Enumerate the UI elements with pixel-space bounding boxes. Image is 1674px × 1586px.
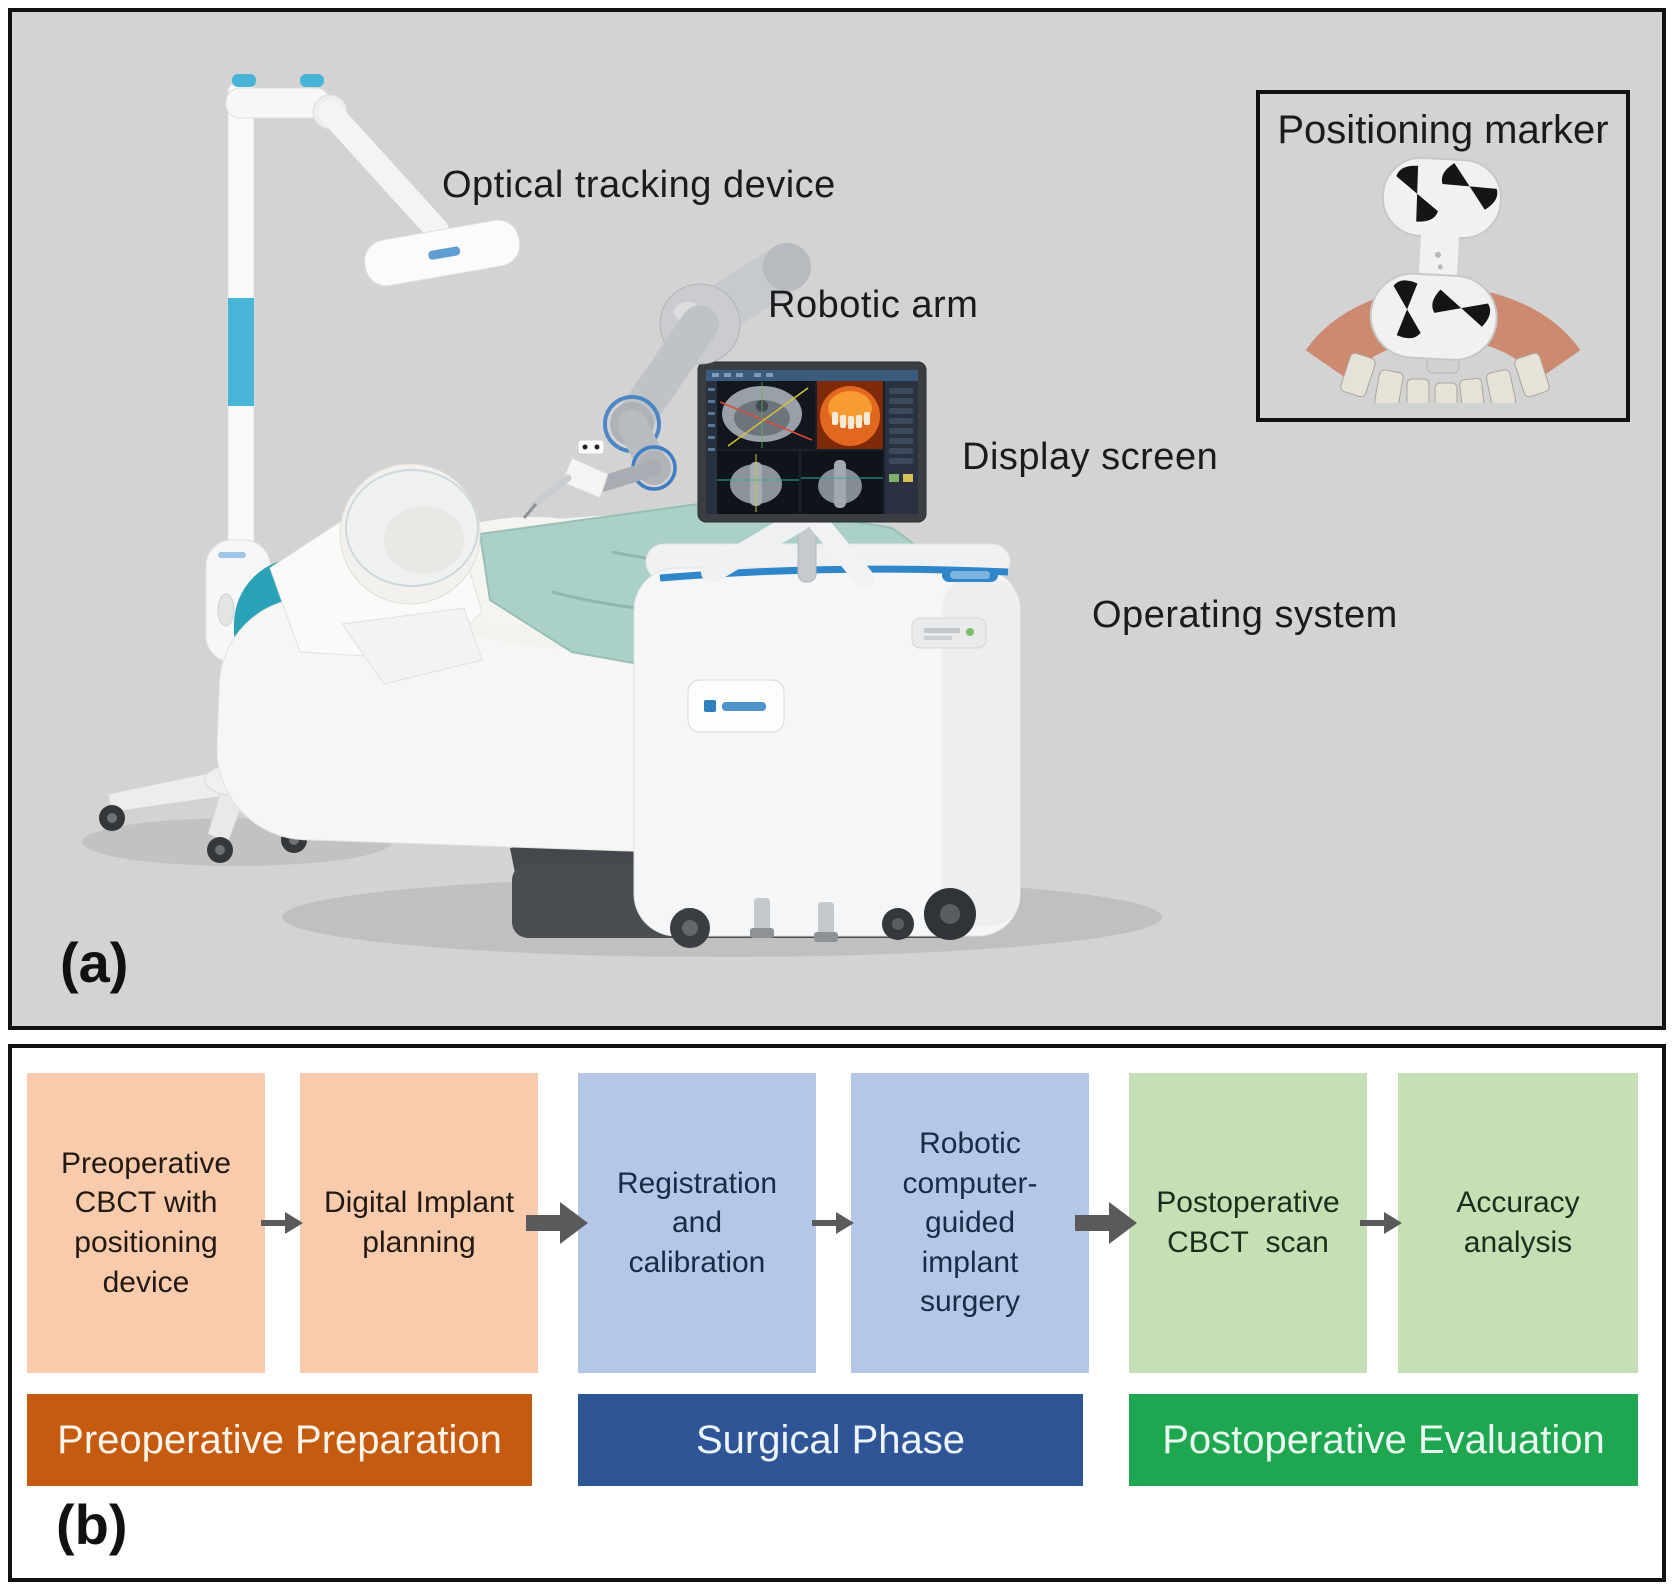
flow-step-accuracy-analysis: Accuracy analysis: [1398, 1073, 1638, 1373]
positioning-marker-graphic: [1305, 156, 1581, 416]
phase-bar-preoperative-preparation: Preoperative Preparation: [27, 1394, 532, 1486]
arrow-large-icon: [1075, 1200, 1137, 1246]
arrow-small-icon: [261, 1209, 303, 1237]
software-sidebar: [885, 381, 918, 514]
dental-handpiece: [522, 439, 609, 519]
label-operating-system: Operating system: [1092, 594, 1398, 636]
arrow-small-icon: [812, 1209, 854, 1237]
label-robotic-arm: Robotic arm: [768, 284, 979, 326]
flow-step-robotic-implant-surgery: Robotic computer- guided implant surgery: [851, 1073, 1089, 1373]
robot-system-illustration: [82, 74, 1162, 957]
label-optical-tracking-device: Optical tracking device: [442, 164, 836, 206]
panel-a: Optical tracking device Robotic arm Disp…: [8, 8, 1666, 1030]
fiducial-marks: [1393, 163, 1498, 339]
tracking-camera: [364, 219, 521, 287]
flow-step-digital-implant-planning: Digital Implant planning: [300, 1073, 538, 1373]
label-display-screen: Display screen: [962, 436, 1219, 478]
jaw-3d-view: [817, 381, 883, 449]
flow-step-postoperative-cbct: Postoperative CBCT scan: [1129, 1073, 1367, 1373]
flow-step-preoperative-cbct: Preoperative CBCT with positioning devic…: [27, 1073, 265, 1373]
panel-a-tag: (a): [60, 931, 129, 994]
brand-plate: [687, 679, 785, 733]
system-cart: [633, 543, 1021, 948]
panel-b-tag: (b): [56, 1493, 128, 1556]
stand-blue-band: [228, 298, 254, 406]
robot-arm: [522, 243, 811, 519]
ct-sagittal-view: [717, 451, 799, 514]
inset-title: Positioning marker: [1277, 108, 1609, 152]
phase-bar-surgical-phase: Surgical Phase: [578, 1394, 1083, 1486]
ct-axial-view: [717, 381, 815, 449]
positioning-marker-inset: Positioning marker: [1256, 90, 1630, 422]
flow-step-registration-calibration: Registration and calibration: [578, 1073, 816, 1373]
arrow-large-icon: [526, 1200, 588, 1246]
ct-coronal-view: [801, 451, 883, 514]
display-monitor: [697, 361, 927, 523]
cart-wheels: [670, 888, 976, 948]
phase-bar-postoperative-evaluation: Postoperative Evaluation: [1129, 1394, 1638, 1486]
marker-body: [1369, 156, 1502, 361]
panel-b: Preoperative CBCT with positioning devic…: [8, 1044, 1666, 1582]
arrow-small-icon: [1360, 1209, 1402, 1237]
